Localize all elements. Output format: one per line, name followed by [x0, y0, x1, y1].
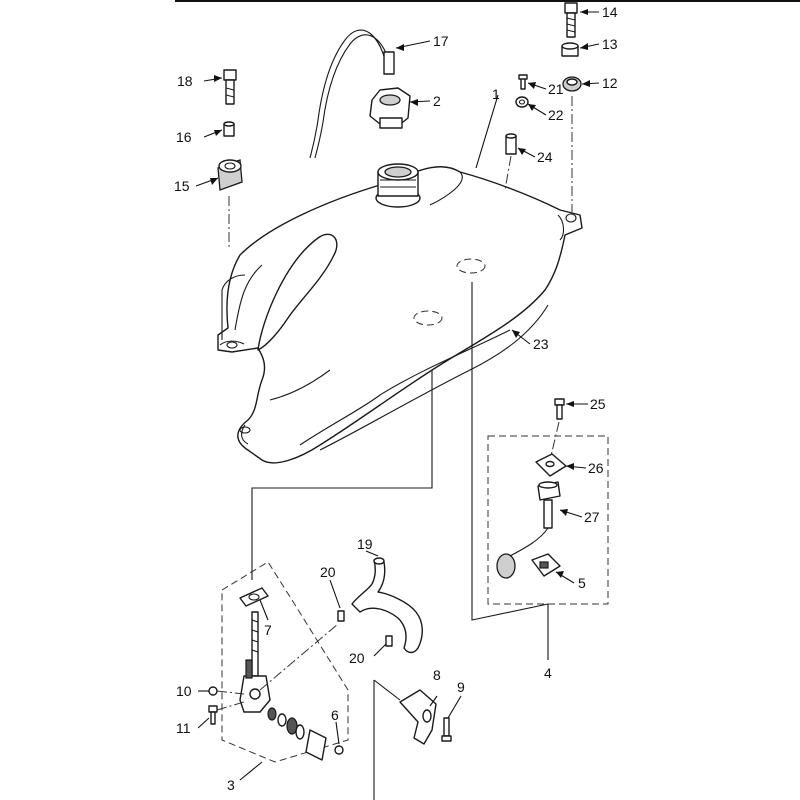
callout-14: 14: [602, 4, 618, 20]
cover-26: [535, 453, 567, 477]
callout-22: 22: [548, 107, 564, 123]
callout-11: 11: [176, 720, 191, 736]
valve-lever-parts: [267, 707, 344, 761]
callout-8: 8: [433, 667, 441, 683]
screw-9: [441, 717, 452, 742]
callout-2: 2: [433, 93, 441, 109]
pin-21: [518, 74, 528, 90]
screw-25: [554, 398, 565, 420]
fuel-valve-body: [239, 611, 271, 713]
callout-13: 13: [602, 36, 618, 52]
callout-5: 5: [578, 575, 586, 591]
callout-1: 1: [492, 86, 500, 102]
callout-21: 21: [548, 81, 564, 97]
callout-6: 6: [331, 707, 339, 723]
gauge-assembly-outline: [487, 435, 609, 605]
callout-arrowheads: [210, 9, 590, 578]
fitting-8: [399, 689, 437, 745]
callout-9: 9: [457, 679, 465, 695]
fuel-tank: [217, 165, 583, 464]
callout-16: 16: [176, 129, 192, 145]
callout-19: 19: [357, 536, 373, 552]
clamp-20-upper: [337, 610, 345, 622]
grommet-12: [562, 76, 582, 92]
fuel-hose-19: [351, 557, 423, 654]
bolt-14: [564, 2, 578, 38]
callout-24: 24: [537, 149, 553, 165]
callout-20-upper: 20: [320, 564, 336, 580]
collar-24: [505, 133, 517, 155]
callout-15: 15: [174, 178, 190, 194]
callout-23: 23: [533, 336, 549, 352]
callout-20-lower: 20: [349, 650, 365, 666]
filler-neck: [375, 163, 421, 208]
clip-22: [515, 96, 529, 108]
collar-16: [223, 121, 235, 137]
fuel-gauge-unit-27: [496, 481, 561, 579]
callout-12: 12: [602, 75, 618, 91]
callout-4: 4: [544, 665, 552, 681]
screw-10: [208, 686, 218, 696]
callout-10: 10: [176, 683, 192, 699]
callout-labels: 1 2 3 4 5 6 7 8 9 10 11 12 13 14 15 16 1…: [174, 4, 618, 793]
washer-13: [561, 42, 579, 57]
callout-17: 17: [433, 33, 449, 49]
callout-26: 26: [588, 460, 604, 476]
callout-3: 3: [227, 777, 235, 793]
cushion-15: [217, 159, 243, 191]
bolt-18: [223, 69, 237, 105]
valve-assembly-outline: [221, 561, 349, 763]
breather-hose: [309, 29, 395, 159]
screw-11: [208, 705, 218, 725]
valve-gasket-7: [239, 587, 269, 607]
fuel-cap: [369, 87, 411, 129]
callout-27: 27: [584, 509, 600, 525]
callout-18: 18: [177, 73, 193, 89]
clamp-20-lower: [385, 635, 393, 647]
callout-7: 7: [264, 622, 272, 638]
callout-25: 25: [590, 396, 606, 412]
